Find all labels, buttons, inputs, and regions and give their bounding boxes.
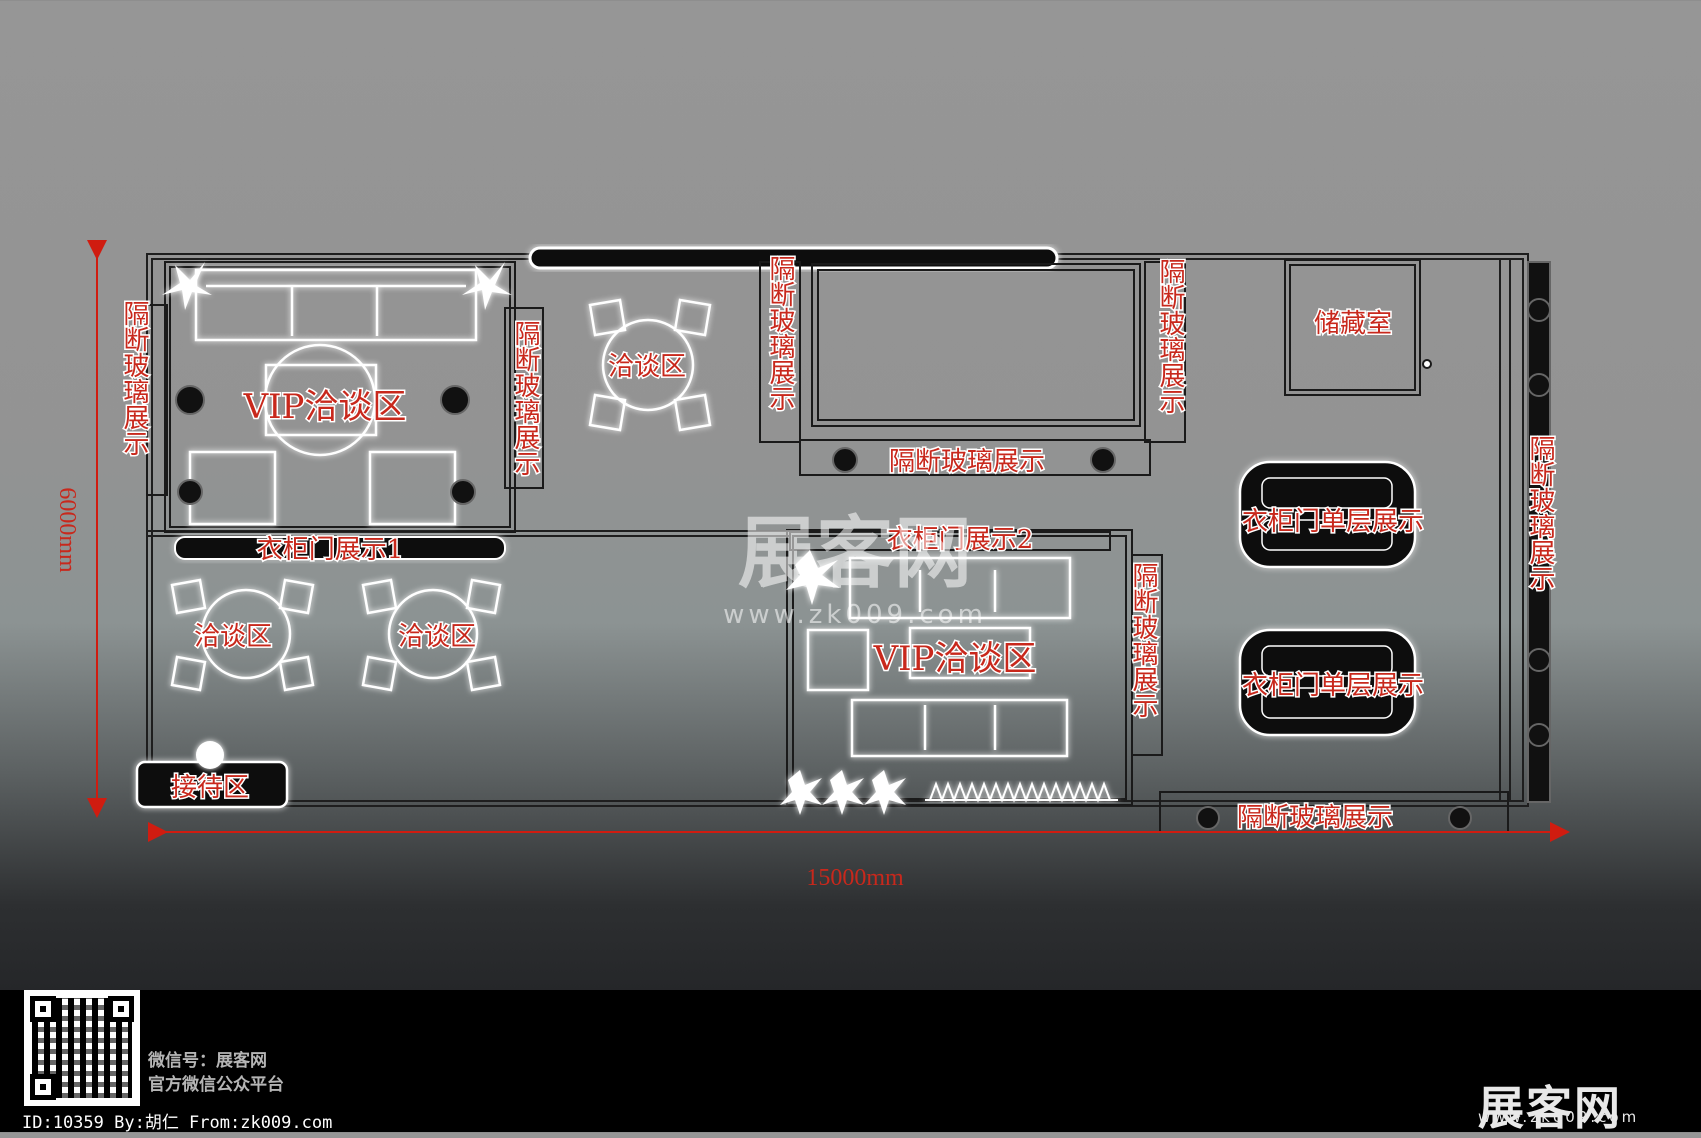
label-partition-mid: 隔断玻璃展示 bbox=[1128, 562, 1158, 718]
label-partition-center-bottom: 隔断玻璃展示 bbox=[889, 447, 1045, 477]
wechat-id: 微信号：展客网 bbox=[148, 1051, 267, 1071]
vip-top-plants bbox=[162, 262, 512, 310]
reception-chair bbox=[196, 741, 224, 769]
wardrobe-single-displays bbox=[1238, 460, 1417, 737]
qr-code[interactable] bbox=[24, 990, 140, 1106]
label-partition-left: 隔断玻璃展示 bbox=[119, 300, 149, 456]
vip-bottom-sofa bbox=[806, 556, 1072, 758]
label-storage: 储藏室 bbox=[1314, 309, 1392, 339]
center-partition bbox=[759, 261, 1186, 476]
label-wardrobe-single-2: 衣柜门单层展示 bbox=[1242, 671, 1424, 701]
floor-plan: 6000mm 15000mm VIP洽谈区 衣柜门展示1 洽谈区 隔断玻璃展示 … bbox=[54, 240, 1570, 891]
vip-top-speakers bbox=[175, 385, 476, 505]
label-partition-center-left: 隔断玻璃展示 bbox=[765, 255, 795, 411]
talk-left-tables bbox=[170, 578, 502, 692]
label-talk-right: 洽谈区 bbox=[398, 622, 476, 652]
footer-logo-url: www.zk009.com bbox=[1478, 1108, 1640, 1126]
right-wall-speakers bbox=[1527, 261, 1551, 803]
wardrobe-bar-2 bbox=[789, 531, 1111, 551]
talk-top-table bbox=[588, 298, 712, 432]
watermark-brand: 展客网 bbox=[738, 509, 972, 599]
label-wardrobe-1: 衣柜门展示1 bbox=[257, 535, 404, 565]
center-speakers bbox=[832, 447, 1116, 473]
partition-left-frame bbox=[146, 304, 168, 496]
label-reception: 接待区 bbox=[171, 773, 249, 803]
label-talk-left: 洽谈区 bbox=[194, 622, 272, 652]
label-wardrobe-2: 衣柜门展示2 bbox=[887, 525, 1034, 555]
label-vip-bottom: VIP洽谈区 bbox=[873, 639, 1037, 679]
dimension-width-label: 15000mm bbox=[806, 865, 904, 891]
image-id-line: ID:10359 By:胡仁 From:zk009.com bbox=[22, 1113, 333, 1133]
storage-room bbox=[1284, 259, 1432, 396]
vip-room-top bbox=[164, 261, 516, 533]
footer: 微信号：展客网 官方微信公众平台 ID:10359 By:胡仁 From:zk0… bbox=[0, 990, 1701, 1135]
label-wardrobe-single-1: 衣柜门单层展示 bbox=[1242, 507, 1424, 537]
wardrobe-bar-1 bbox=[174, 536, 506, 560]
vip-bottom-plants bbox=[780, 550, 906, 815]
footer-logo: 展客网 bbox=[1478, 1081, 1622, 1135]
label-vip-top: VIP洽谈区 bbox=[243, 387, 407, 427]
watermark-url: www.zk009.com bbox=[723, 600, 987, 630]
wechat-platform: 官方微信公众平台 bbox=[148, 1075, 284, 1095]
label-partition-center-right: 隔断玻璃展示 bbox=[1155, 258, 1185, 414]
label-partition-bottom-right: 隔断玻璃展示 bbox=[1237, 803, 1393, 833]
vip-top-sofa bbox=[188, 268, 478, 526]
dimension-height-label: 6000mm bbox=[54, 487, 80, 573]
label-talk-top: 洽谈区 bbox=[608, 352, 686, 382]
label-partition-far-right: 隔断玻璃展示 bbox=[1525, 435, 1555, 591]
label-partition-vip-right: 隔断玻璃展示 bbox=[510, 320, 540, 476]
grass-strip bbox=[925, 781, 1118, 803]
wardrobe-single-detail bbox=[1261, 477, 1393, 719]
vip-partition-right bbox=[504, 307, 544, 489]
